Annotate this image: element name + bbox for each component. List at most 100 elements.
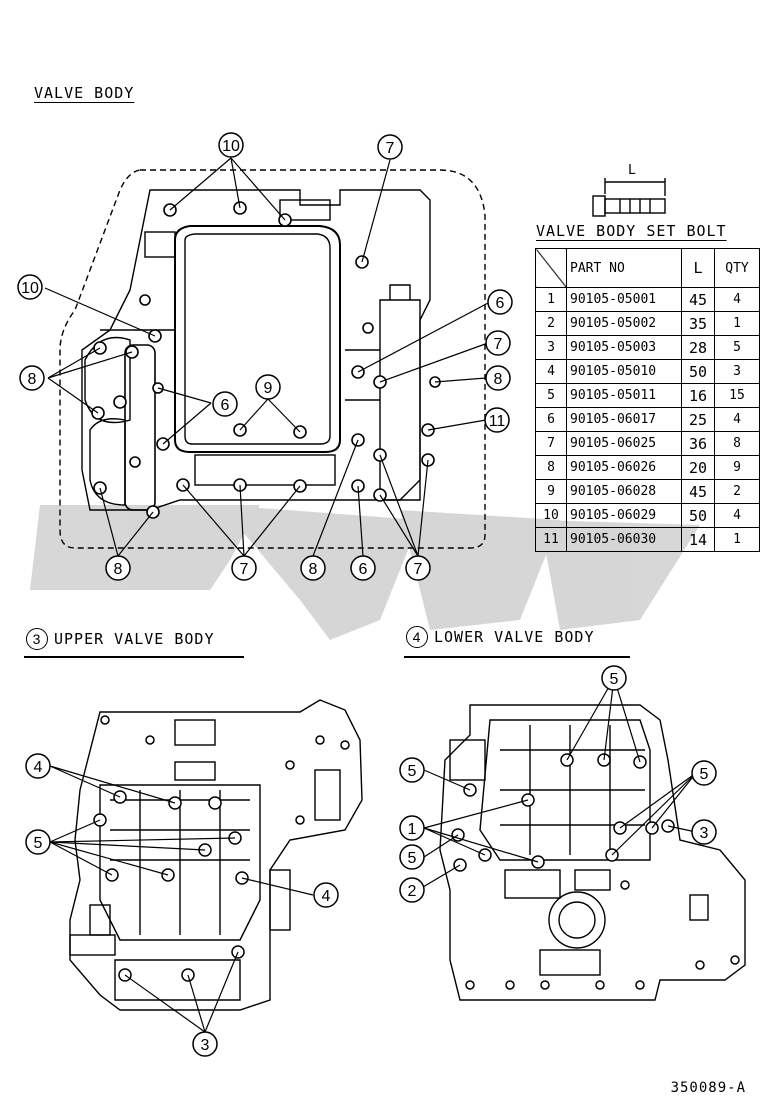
row-length: 28 (681, 335, 715, 360)
document-code: 350089-A (670, 1080, 746, 1096)
row-part-number: 90105-06026 (566, 455, 682, 480)
callout-label: 11 (489, 413, 506, 430)
callout-main: 10 (218, 132, 244, 158)
row-number: 9 (535, 479, 567, 504)
callout-circle (313, 882, 339, 908)
callout-lower: 1 (399, 815, 425, 841)
row-number: 4 (535, 359, 567, 384)
upper-section-label: UPPER VALVE BODY (54, 630, 215, 648)
upper-valve-body (69, 699, 363, 1011)
callout-label: 4 (34, 759, 43, 776)
row-length: 16 (681, 383, 715, 408)
row-part-number: 90105-05002 (566, 311, 682, 336)
upper-leader-lines (49, 765, 314, 1033)
row-part-number: 90105-05003 (566, 335, 682, 360)
callout-main: 11 (484, 407, 510, 433)
row-part-number: 90105-05010 (566, 359, 682, 384)
callout-circle (485, 365, 511, 391)
callout-circle (405, 555, 431, 581)
callout-label: 3 (700, 825, 709, 842)
row-part-number: 90105-06017 (566, 407, 682, 432)
row-part-number: 90105-06029 (566, 503, 682, 528)
row-number: 7 (535, 431, 567, 456)
callout-lower: 5 (399, 757, 425, 783)
callout-label: 6 (496, 295, 505, 312)
row-length: 36 (681, 431, 715, 456)
main-bolt-holes (91, 201, 441, 519)
callout-main: 9 (255, 374, 281, 400)
callout-circle (399, 844, 425, 870)
row-number: 5 (535, 383, 567, 408)
callout-circle (17, 274, 43, 300)
main-leader-lines (44, 157, 491, 557)
callout-circle (19, 365, 45, 391)
callout-lower: 5 (601, 665, 627, 691)
bolt-icon (592, 178, 666, 217)
row-qty: 15 (714, 383, 760, 408)
row-part-number: 90105-06028 (566, 479, 682, 504)
row-length: 14 (681, 527, 715, 552)
callout-circle (484, 407, 510, 433)
row-length: 35 (681, 311, 715, 336)
callout-label: 8 (28, 371, 37, 388)
row-number: 8 (535, 455, 567, 480)
row-length: 50 (681, 503, 715, 528)
upper-section-rule (24, 656, 244, 658)
callout-circle (192, 1031, 218, 1057)
callout-label: 4 (322, 888, 331, 905)
lower-section-label: LOWER VALVE BODY (434, 628, 595, 646)
callout-upper: 5 (25, 829, 51, 855)
callout-circle (601, 665, 627, 691)
row-length: 25 (681, 407, 715, 432)
callout-label: 8 (114, 561, 123, 578)
callout-label: 9 (264, 380, 273, 397)
callout-main: 7 (405, 555, 431, 581)
callout-circle (485, 330, 511, 356)
header-part: PART NO (566, 248, 682, 288)
row-part-number: 90105-05001 (566, 287, 682, 312)
callout-main: 8 (19, 365, 45, 391)
upper-section-number: 3 (26, 628, 48, 650)
callout-circle (399, 815, 425, 841)
callout-main: 6 (487, 289, 513, 315)
callout-label: 7 (240, 561, 249, 578)
callout-lower: 2 (399, 877, 425, 903)
lower-leader-lines (417, 677, 697, 891)
callout-label: 1 (408, 821, 417, 838)
row-qty: 4 (714, 503, 760, 528)
callout-label: 7 (494, 336, 503, 353)
callout-circle (399, 877, 425, 903)
header-diagonal-cell (535, 248, 567, 288)
callout-upper: 4 (313, 882, 339, 908)
callout-main: 8 (300, 555, 326, 581)
lower-bolt-holes (451, 753, 740, 990)
callout-circle (487, 289, 513, 315)
callout-label: 8 (309, 561, 318, 578)
callout-main: 7 (231, 555, 257, 581)
callout-circle (25, 753, 51, 779)
callout-label: 10 (21, 280, 39, 297)
callout-main: 6 (350, 555, 376, 581)
callout-label: 5 (34, 835, 43, 852)
main-valve-body (59, 169, 486, 549)
header-length: L (681, 248, 715, 288)
callout-circle (300, 555, 326, 581)
main-title: VALVE BODY (34, 84, 135, 102)
callout-label: 3 (201, 1037, 210, 1054)
row-length: 45 (681, 479, 715, 504)
callout-label: 10 (222, 138, 240, 155)
callout-circle (255, 374, 281, 400)
callout-main: 7 (377, 134, 403, 160)
row-length: 45 (681, 287, 715, 312)
callout-label: 5 (408, 763, 417, 780)
callout-label: 6 (359, 561, 368, 578)
row-part-number: 90105-05011 (566, 383, 682, 408)
row-number: 1 (535, 287, 567, 312)
